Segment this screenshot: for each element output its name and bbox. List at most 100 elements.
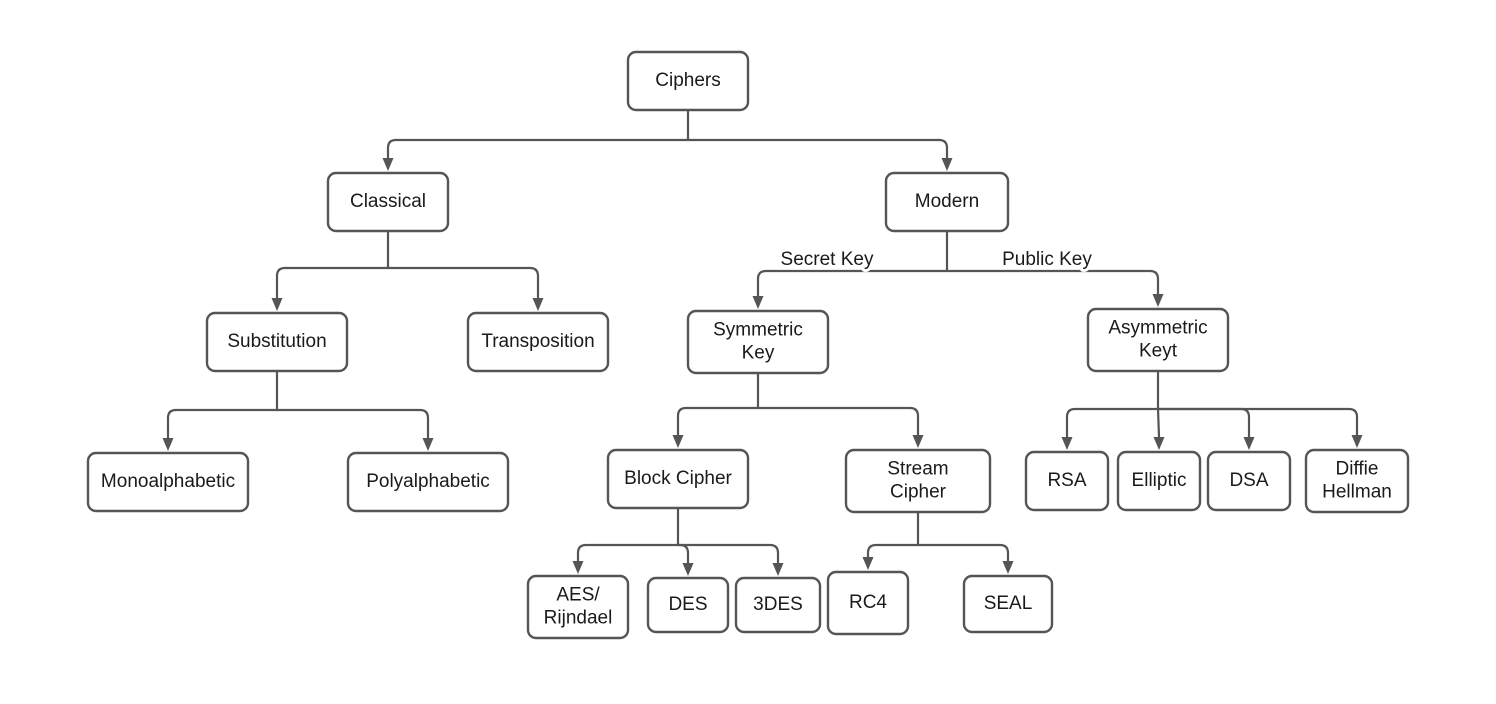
arrowhead-e-asym-dsa [1243,437,1255,450]
node-substitution[interactable]: Substitution [205,311,349,373]
node-label-diffie: Hellman [1322,482,1392,503]
arrowhead-e-modern-asymmetric [1152,294,1164,307]
node-label-transposition: Transposition [481,331,594,352]
node-label-elliptic: Elliptic [1132,470,1187,491]
arrowhead-e-stream-seal [1002,561,1014,574]
node-dsa[interactable]: DSA [1206,450,1292,512]
node-classical[interactable]: Classical [326,171,450,233]
node-box-stream[interactable] [844,448,992,514]
arrowhead-e-block-3des [772,563,784,576]
node-box-seal[interactable] [962,574,1054,634]
edge-e-sub-poly [277,408,430,438]
edge-e-classical-sub [275,266,388,298]
edge-e-sym-stream [758,406,920,435]
edges-layer [162,110,1363,576]
node-label-stream: Cipher [890,482,947,503]
edge-e-modern-asymmetric [947,269,1160,294]
node-label-des: DES [668,594,707,615]
edge-e-ciphers-modern [688,138,949,158]
node-monoalphabetic[interactable]: Monoalphabetic [86,451,250,513]
node-label-substitution: Substitution [227,331,326,352]
node-label-ciphers: Ciphers [655,70,720,91]
arrowhead-e-sub-poly [422,438,434,451]
edge-e-block-3des [678,543,780,563]
edge-e-asym-diffie [1158,407,1359,435]
arrowhead-e-asym-elliptic [1153,437,1165,450]
node-box-rsa[interactable] [1024,450,1110,512]
node-label-rsa: RSA [1047,470,1086,491]
edge-e-modern-symmetric [756,269,947,296]
arrowhead-e-asym-diffie [1351,435,1363,448]
node-box-substitution[interactable] [205,311,349,373]
arrowhead-e-sym-stream [912,435,924,448]
arrowhead-e-classical-sub [271,298,283,311]
node-seal[interactable]: SEAL [962,574,1054,634]
node-elliptic[interactable]: Elliptic [1116,450,1202,512]
node-box-asymmetric[interactable] [1086,307,1230,373]
node-box-block[interactable] [606,448,750,510]
edge-e-classical-trans [388,266,540,298]
node-box-3des[interactable] [734,576,822,634]
arrowhead-e-modern-symmetric [752,296,764,309]
node-box-classical[interactable] [326,171,450,233]
node-rc4[interactable]: RC4 [826,570,910,636]
node-box-aes[interactable] [526,574,630,640]
edge-e-block-aes [576,543,678,561]
arrowhead-e-ciphers-modern [941,158,953,171]
node-box-dsa[interactable] [1206,450,1292,512]
node-ciphers[interactable]: Ciphers [626,50,750,112]
arrowhead-e-ciphers-classical [382,158,394,171]
node-3des[interactable]: 3DES [734,576,822,634]
node-rsa[interactable]: RSA [1024,450,1110,512]
arrowhead-e-asym-rsa [1061,437,1073,450]
node-box-rc4[interactable] [826,570,910,636]
node-label-monoalphabetic: Monoalphabetic [101,471,235,492]
edge-label-text: Secret Key [781,249,874,270]
node-label-block: Block Cipher [624,468,732,489]
node-box-symmetric[interactable] [686,309,830,375]
node-label-modern: Modern [915,191,979,212]
arrowhead-e-sub-mono [162,438,174,451]
node-label-symmetric: Symmetric [713,320,803,341]
node-box-modern[interactable] [884,171,1010,233]
node-box-monoalphabetic[interactable] [86,451,250,513]
edge-e-ciphers-classical [386,138,688,158]
edge-e-stream-rc4 [866,543,918,557]
node-box-des[interactable] [646,576,730,634]
arrowhead-e-block-des [682,563,694,576]
node-box-ciphers[interactable] [626,50,750,112]
arrowhead-e-sym-block [672,435,684,448]
node-box-elliptic[interactable] [1116,450,1202,512]
node-block[interactable]: Block Cipher [606,448,750,510]
node-label-classical: Classical [350,191,426,212]
svg-text:Secret Key: Secret Key [781,249,874,270]
node-label-asymmetric: Asymmetric [1108,318,1207,339]
node-transposition[interactable]: Transposition [466,311,610,373]
node-box-polyalphabetic[interactable] [346,451,510,513]
node-label-symmetric: Key [742,343,775,364]
node-label-seal: SEAL [984,593,1033,614]
node-modern[interactable]: Modern [884,171,1010,233]
node-box-diffie[interactable] [1304,448,1410,514]
edge-e-asym-dsa [1158,407,1251,437]
node-label-asymmetric: Keyt [1139,341,1178,362]
arrowhead-e-classical-trans [532,298,544,311]
node-label-dsa: DSA [1229,470,1268,491]
node-label-diffie: Diffie [1336,459,1379,480]
edge-e-block-des [678,543,690,563]
node-label-aes: AES/ [556,585,600,606]
node-des[interactable]: DES [646,576,730,634]
node-aes[interactable]: AES/Rijndael [526,574,630,640]
node-polyalphabetic[interactable]: Polyalphabetic [346,451,510,513]
node-box-transposition[interactable] [466,311,610,373]
